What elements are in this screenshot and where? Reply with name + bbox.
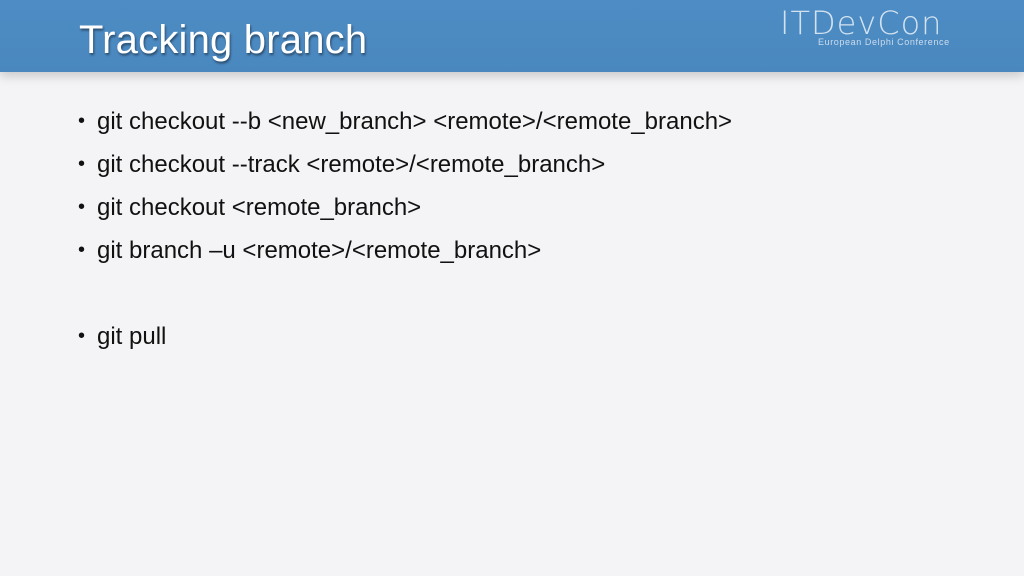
- logo-tagline: European Delphi Conference: [818, 37, 950, 47]
- bullet-item: • git checkout --track <remote>/<remote_…: [78, 143, 732, 186]
- bullet-text: git checkout <remote_branch>: [97, 194, 422, 221]
- bullet-item: • git checkout <remote_branch>: [78, 186, 732, 229]
- slide-title: Tracking branch: [79, 18, 368, 62]
- logo-wordmark: ITDevCon: [780, 4, 943, 42]
- bullet-item: • git pull: [78, 315, 732, 358]
- bullet-item: • git branch –u <remote>/<remote_branch>: [78, 229, 732, 272]
- bullet-list: • git checkout --b <new_branch> <remote>…: [78, 100, 732, 358]
- title-bar: Tracking branch ITDevCon European Delphi…: [0, 0, 1024, 72]
- bullet-dot-icon: •: [78, 325, 86, 347]
- bullet-text: git checkout --b <new_branch> <remote>/<…: [97, 108, 733, 135]
- bullet-dot-icon: •: [78, 110, 86, 132]
- bullet-dot-icon: •: [78, 239, 86, 261]
- bullet-text: git pull: [97, 323, 167, 350]
- conference-logo: ITDevCon European Delphi Conference: [780, 5, 980, 49]
- bullet-dot-icon: •: [78, 196, 86, 218]
- bullet-text: git branch –u <remote>/<remote_branch>: [97, 237, 542, 264]
- bullet-text: git checkout --track <remote>/<remote_br…: [97, 151, 606, 178]
- bullet-item: • git checkout --b <new_branch> <remote>…: [78, 100, 732, 143]
- bullet-dot-icon: •: [78, 153, 86, 175]
